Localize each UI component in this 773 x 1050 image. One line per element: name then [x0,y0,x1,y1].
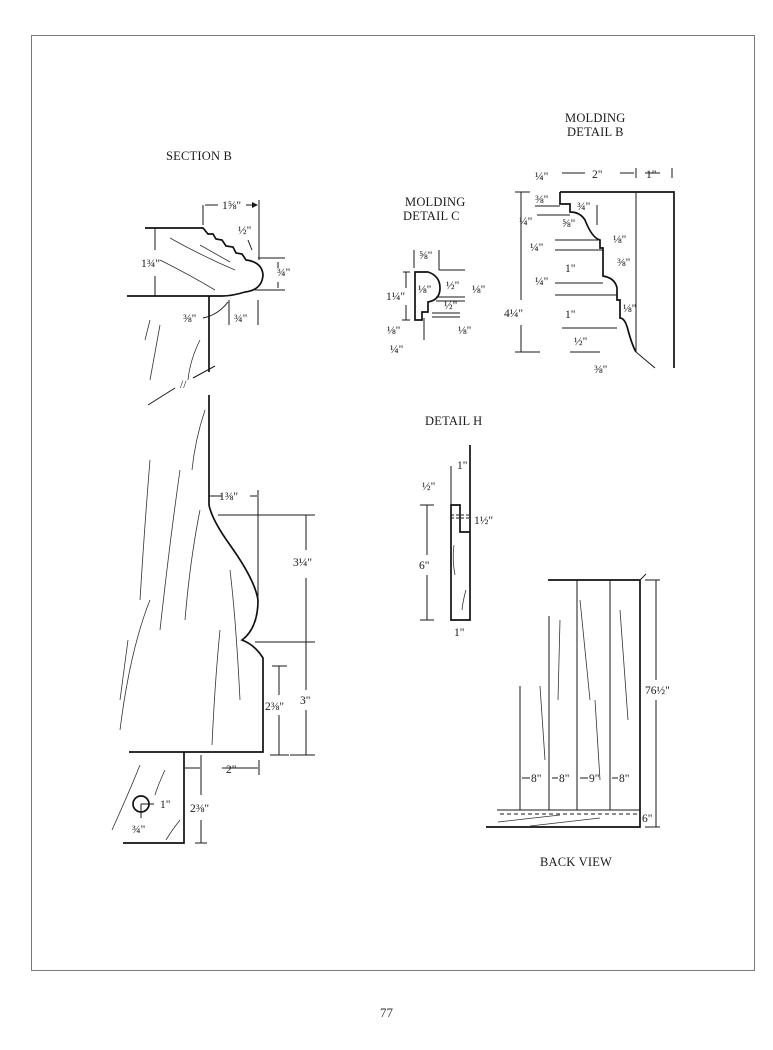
dim-hole-from-bottom: ¾" [132,824,145,836]
dim-c-step1: ½" [446,280,459,292]
dim-foot-height: 2⅜" [190,803,209,815]
molding-detail-c: MOLDING DETAIL C ⅝" ⅛" 1¼" ½" ⅛" ½" ⅛" ⅛… [386,195,485,356]
dim-board-1: 8" [531,773,541,785]
dim-h-tongue: 1½" [474,515,493,527]
dim-c-radius: ⅛" [418,284,431,296]
dim-hole-offset: 1" [160,799,170,811]
molding-b-title-1: MOLDING [565,111,625,125]
molding-b-title-2: DETAIL B [567,125,624,139]
dim-base-width: 2" [226,764,236,776]
dim-c-step2: ½" [444,300,457,312]
dim-b-d: ⅝" [562,218,575,230]
dim-c-bottom: ¼" [390,344,403,356]
dim-height: 1¾" [141,258,160,270]
page-border [31,35,755,971]
dim-offset: ¾" [234,313,247,325]
dim-top-width: 1⅝" [222,200,241,212]
dim-h-top: 1" [457,460,467,472]
molding-detail-b: MOLDING DETAIL B 2" 1" ¼" ⅜" ¾" ¼" ⅝" ⅛"… [504,111,675,376]
back-view-title: BACK VIEW [540,855,612,869]
dim-bead: ¾" [277,267,290,279]
dim-undercut: ⅜" [183,313,196,325]
svg-text://: // [180,379,187,391]
dim-b-top-small: ¼" [535,171,548,183]
dim-c-height: 1¼" [386,291,405,303]
back-view: 8" 8" 9" 8" 76½" 6" BACK VIEW [486,573,670,869]
dim-lower-offset: 1⅜" [219,491,238,503]
detail-h: DETAIL H 1" ½" 1½" 6" 1" [419,414,493,639]
page-number: 77 [380,1005,393,1020]
dim-b-g: ⅜" [617,257,630,269]
dim-b-c: ¼" [519,216,532,228]
dim-b-k: ⅛" [623,303,636,315]
dim-board-4: 8" [619,773,629,785]
dim-curve-height: 3¼" [293,557,312,569]
dim-b-f: ¼" [530,242,543,254]
molding-b-profile [559,192,637,353]
dim-b-m: ⅜" [594,364,607,376]
dim-b-right: 1" [646,169,656,181]
dim-b-i: ¼" [535,276,548,288]
dim-board-2: 8" [559,773,569,785]
dim-plinth-height: 2⅜" [265,701,284,713]
dim-h-height: 6" [419,560,429,572]
dim-step: ½" [238,225,251,237]
dim-b-a: ⅜" [535,194,548,206]
molding-c-profile [414,271,441,321]
detail-h-title: DETAIL H [425,414,482,428]
molding-c-title-2: DETAIL C [403,209,460,223]
dim-b-e: ⅛" [613,234,626,246]
section-b: SECTION B // 1⅝" ½" ¾" 1¾" ⅜" ¾" 1⅜" 3¼" [111,149,315,844]
dim-b-b: ¾" [577,201,590,213]
dim-back-height: 76½" [645,685,670,697]
section-b-face [129,296,264,753]
dim-c-step2-small: ⅛" [458,325,471,337]
dim-h-width: 1" [454,627,464,639]
dim-h-groove: ½" [422,481,435,493]
molding-c-title-1: MOLDING [405,195,465,209]
dim-b-width: 2" [592,169,602,181]
dim-b-l: ½" [574,336,587,348]
section-b-title: SECTION B [166,149,232,163]
dim-base-height: 3" [300,695,310,707]
dim-board-3: 9" [589,773,599,785]
dim-b-j: 1" [565,309,575,321]
dim-c-bottom-small: ⅛" [387,325,400,337]
cornice-profile [127,227,264,297]
dim-c-top: ⅝" [419,250,432,262]
dim-back-base: 6" [642,813,652,825]
dim-b-h: 1" [565,263,575,275]
dim-b-total: 4¼" [504,308,523,320]
dim-c-step1-small: ⅛" [472,284,485,296]
